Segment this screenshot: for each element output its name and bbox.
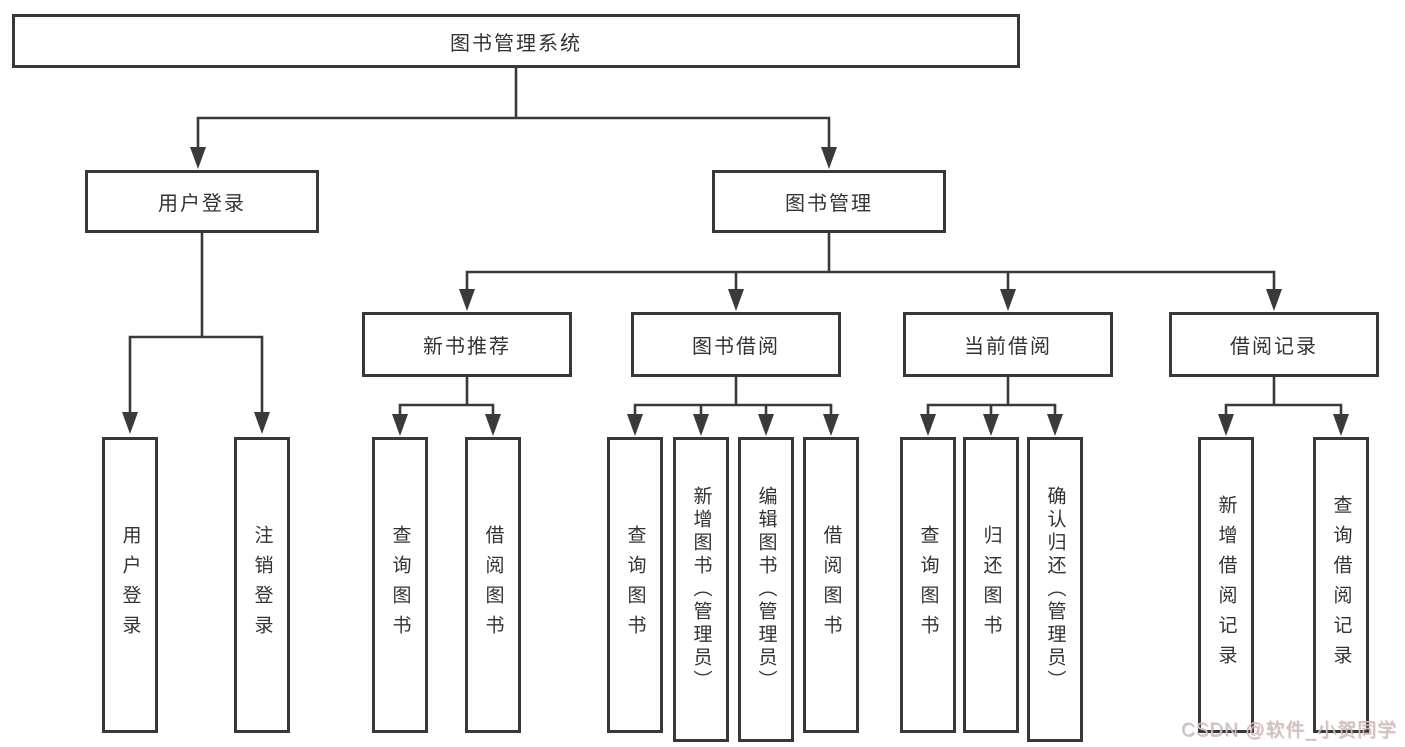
node-label: 图书管理	[785, 193, 873, 215]
leaf-label: 查询图书	[624, 525, 646, 645]
leaf-label: 确认归还（管理员）	[1044, 486, 1066, 693]
leaf-label: 编辑图书（管理员）	[755, 486, 777, 693]
node-label: 新书推荐	[423, 336, 511, 358]
leaf-query-books-3: 查询图书	[900, 437, 956, 733]
leaf-add-books-admin: 新增图书（管理员）	[673, 437, 729, 742]
arrowheads	[122, 147, 1349, 436]
leaf-add-borrow-record: 新增借阅记录	[1198, 437, 1254, 733]
node-book-management: 图书管理	[712, 170, 946, 233]
leaf-edit-books-admin: 编辑图书（管理员）	[738, 437, 794, 742]
leaf-user-login: 用户登录	[102, 437, 158, 733]
leaf-query-books-1: 查询图书	[372, 437, 428, 733]
node-label: 图书借阅	[692, 336, 780, 358]
node-library-management-system: 图书管理系统	[12, 14, 1020, 68]
leaf-query-borrow-record: 查询借阅记录	[1313, 437, 1369, 733]
leaf-borrow-books-2: 借阅图书	[803, 437, 859, 733]
leaf-label: 借阅图书	[482, 525, 504, 645]
node-label: 借阅记录	[1230, 336, 1318, 358]
leaf-label: 新增借阅记录	[1215, 495, 1237, 675]
node-book-borrowing: 图书借阅	[631, 312, 841, 377]
node-user-login: 用户登录	[85, 170, 319, 233]
leaf-label: 查询图书	[389, 525, 411, 645]
node-label: 用户登录	[158, 193, 246, 215]
leaf-label: 查询借阅记录	[1330, 495, 1352, 675]
node-label: 当前借阅	[964, 336, 1052, 358]
leaf-label: 用户登录	[119, 525, 141, 645]
leaf-label: 查询图书	[917, 525, 939, 645]
leaf-borrow-books-1: 借阅图书	[465, 437, 521, 733]
leaf-query-books-2: 查询图书	[607, 437, 663, 733]
leaf-logout: 注销登录	[234, 437, 290, 733]
node-borrowing-records: 借阅记录	[1169, 312, 1379, 377]
node-new-book-recommendation: 新书推荐	[362, 312, 572, 377]
leaf-label: 注销登录	[251, 525, 273, 645]
node-label: 图书管理系统	[450, 32, 582, 55]
node-current-borrowing: 当前借阅	[903, 312, 1113, 377]
leaf-label: 新增图书（管理员）	[690, 486, 712, 693]
leaf-confirm-return-admin: 确认归还（管理员）	[1027, 437, 1083, 742]
csdn-watermark: CSDN @软件_小贺同学	[1181, 720, 1397, 741]
leaf-return-books: 归还图书	[963, 437, 1019, 733]
leaf-label: 借阅图书	[820, 525, 842, 645]
leaf-label: 归还图书	[980, 525, 1002, 645]
